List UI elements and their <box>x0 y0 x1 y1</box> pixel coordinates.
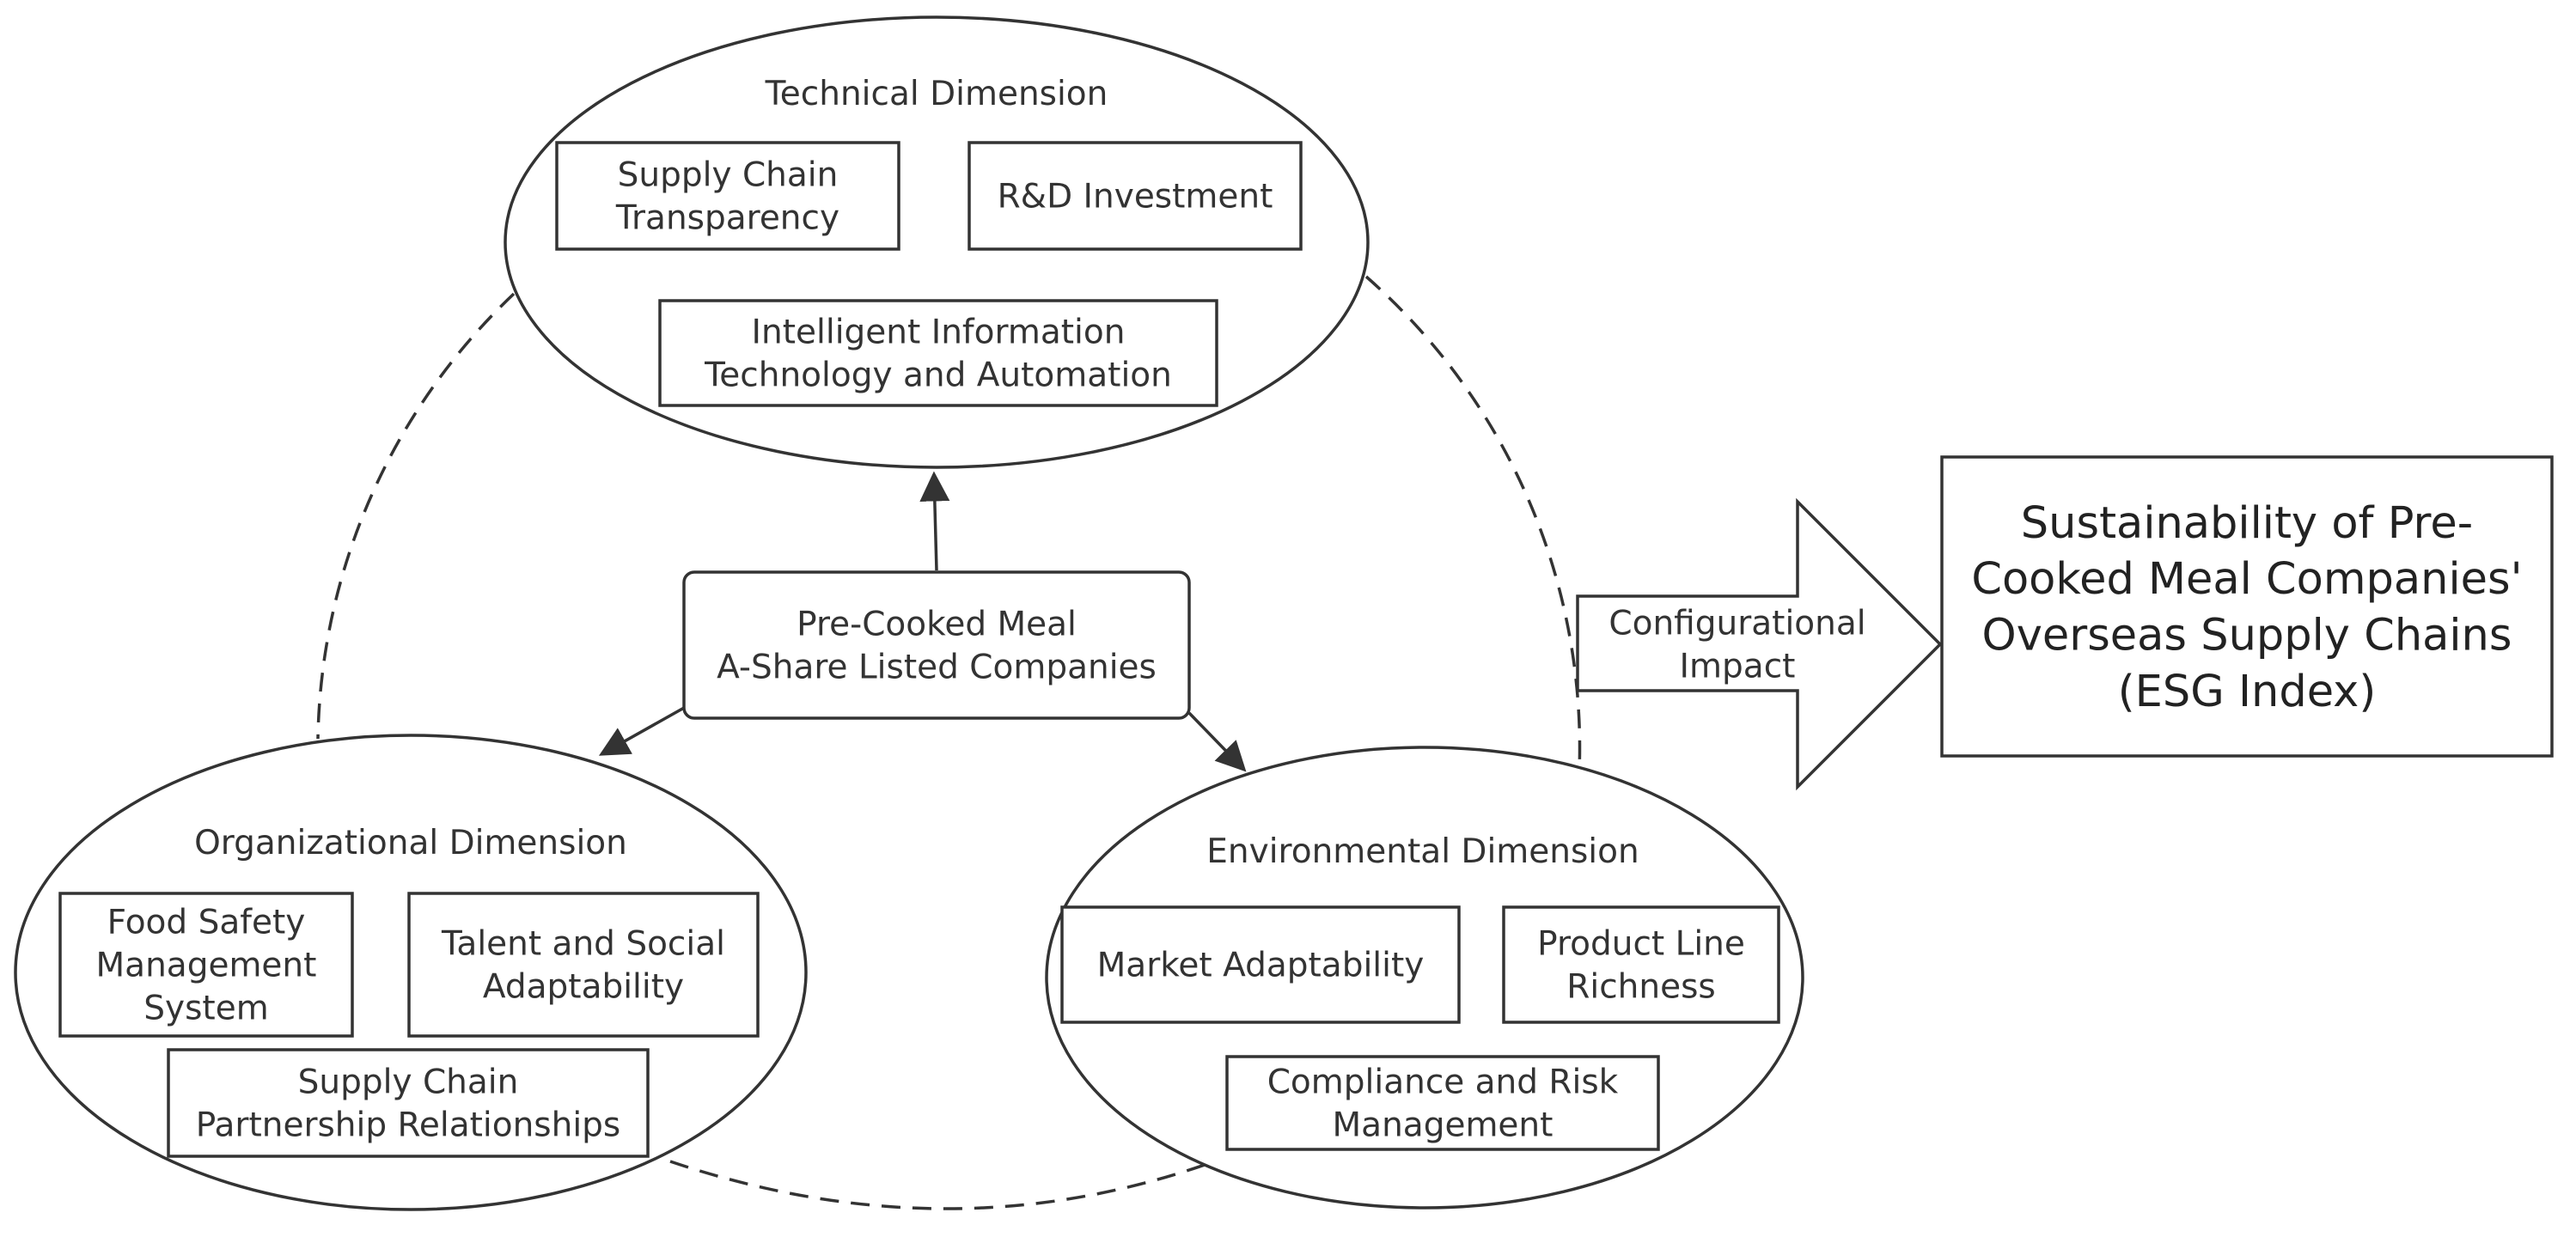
text-line: Adaptability <box>483 968 684 1007</box>
box-supply-chain-transparency <box>555 141 900 251</box>
text-line: Intelligent Information <box>752 314 1126 352</box>
box-product-line <box>1502 905 1780 1024</box>
arrow-to-environmental <box>1187 711 1247 772</box>
text-line: R&D Investment <box>998 178 1273 216</box>
label-rd-investment: R&D Investment <box>998 178 1273 216</box>
text-line: Food Safety <box>107 904 306 942</box>
text-line: (ESG Index) <box>2118 667 2377 717</box>
text-line: Supply Chain <box>298 1063 519 1102</box>
dashed-connector-bottom <box>669 1160 1206 1210</box>
outcome-label: Sustainability of Pre-Cooked Meal Compan… <box>1971 498 2522 717</box>
label-market-adaptability: Market Adaptability <box>1097 947 1425 985</box>
text-line: A-Share Listed Companies <box>717 649 1157 687</box>
text-line: Impact <box>1680 648 1796 686</box>
environmental-title: Environmental Dimension <box>1206 832 1639 871</box>
arrow-to-technical <box>919 471 950 571</box>
box-partnership <box>167 1048 650 1158</box>
environmental-dimension: Environmental Dimension Market Adaptabil… <box>1045 746 1804 1210</box>
block-arrow-shape <box>1576 497 1943 791</box>
box-talent-social <box>407 892 760 1038</box>
box-market-adaptability <box>1060 905 1461 1024</box>
dashed-connector-left <box>316 292 516 740</box>
text-line: Compliance and Risk <box>1267 1063 1619 1102</box>
text-line: Cooked Meal Companies' <box>1971 554 2522 605</box>
dashed-connector-right <box>1364 275 1582 772</box>
outcome-node: Sustainability of Pre-Cooked Meal Compan… <box>1940 455 2554 758</box>
text-line: Overseas Supply Chains <box>1982 610 2512 661</box>
text-line: Management <box>1333 1106 1554 1145</box>
text-line: Market Adaptability <box>1097 947 1425 985</box>
outcome-box <box>1940 455 2554 758</box>
text-line: Sustainability of Pre- <box>2021 498 2473 549</box>
text-line: Supply Chain <box>618 156 839 195</box>
arrow-to-organizational <box>598 706 685 756</box>
box-compliance-risk <box>1225 1055 1660 1151</box>
center-box <box>682 570 1191 720</box>
text-line: Technology and Automation <box>704 356 1172 395</box>
text-line: System <box>143 990 268 1028</box>
technical-title: Technical Dimension <box>765 75 1108 113</box>
text-line: Pre-Cooked Meal <box>797 606 1077 644</box>
box-food-safety <box>58 892 354 1038</box>
text-line: Partnership Relationships <box>196 1106 621 1145</box>
text-line: Product Line <box>1537 925 1745 964</box>
text-line: Transparency <box>615 199 839 238</box>
text-line: Configurational <box>1608 605 1865 643</box>
text-line: Management <box>96 947 317 985</box>
organizational-title: Organizational Dimension <box>194 824 627 862</box>
text-line: Talent and Social <box>441 925 725 964</box>
box-intelligent-it <box>658 299 1218 407</box>
box-rd-investment <box>968 141 1303 251</box>
text-line: Richness <box>1566 968 1715 1007</box>
